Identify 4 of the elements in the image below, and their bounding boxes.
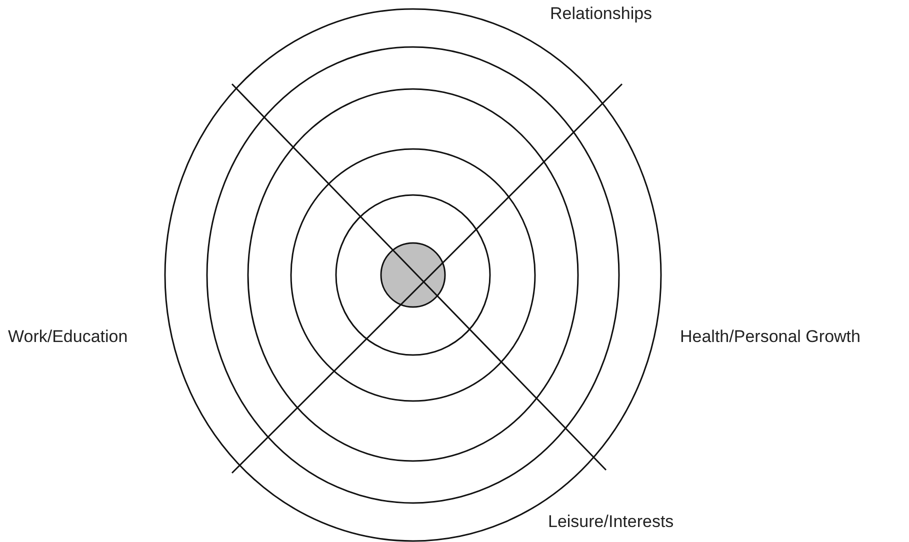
category-label: Leisure/Interests xyxy=(548,512,674,532)
category-label: Health/Personal Growth xyxy=(680,327,860,347)
category-label: Work/Education xyxy=(8,327,128,347)
category-label: Relationships xyxy=(550,4,652,24)
